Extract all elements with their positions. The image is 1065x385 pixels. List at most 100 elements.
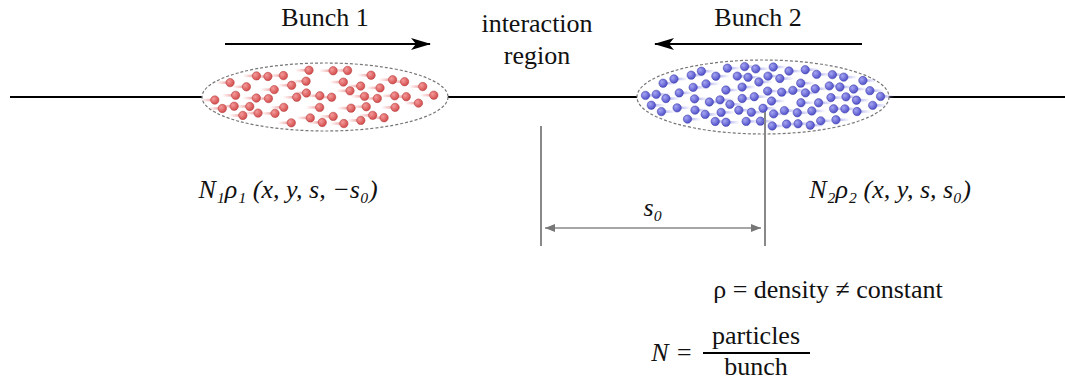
particle: [306, 114, 314, 122]
particle: [738, 83, 746, 91]
particle: [744, 73, 752, 81]
particle: [840, 73, 848, 81]
particle: [318, 118, 326, 126]
particle: [832, 116, 840, 124]
particle: [808, 107, 816, 115]
particle: [829, 105, 837, 113]
particle: [722, 86, 730, 94]
particle: [211, 96, 219, 104]
particle: [785, 67, 793, 75]
particle: [367, 71, 375, 79]
particle: [711, 117, 719, 125]
particle: [287, 119, 295, 127]
particle: [859, 76, 867, 84]
particle: [742, 117, 750, 125]
particle: [362, 102, 370, 110]
reference-line: [764, 112, 766, 246]
particle: [271, 109, 279, 117]
particle: [801, 66, 809, 74]
particle: [797, 79, 805, 87]
particle: [340, 119, 348, 127]
particle: [841, 105, 849, 113]
particle: [280, 103, 288, 111]
particle: [811, 85, 819, 93]
particle: [780, 106, 788, 114]
particle: [675, 89, 683, 97]
particle: [391, 103, 399, 111]
bunch-outline: [202, 63, 448, 131]
formula-label: N =: [651, 337, 692, 370]
particle: [293, 93, 301, 101]
particle: [659, 79, 667, 87]
density-formula: N₁ρ₁ (x, y, s, −s₀): [198, 174, 377, 207]
particle: [755, 78, 763, 86]
note-label: ρ = density ≠ constant: [713, 274, 943, 307]
particle: [316, 92, 324, 100]
particle: [747, 108, 755, 116]
particle: [750, 92, 758, 100]
particle: [793, 109, 801, 117]
particle: [657, 107, 665, 115]
particle: [842, 93, 850, 101]
particle: [817, 117, 825, 125]
particle: [735, 106, 743, 114]
particle: [738, 94, 746, 102]
particle: [252, 72, 260, 80]
particle: [733, 72, 741, 80]
particle: [242, 83, 250, 91]
particle: [691, 106, 699, 114]
bunch-label: Bunch 1: [281, 2, 368, 35]
particle: [368, 111, 376, 119]
density-formula: N₂ρ₂ (x, y, s, s₀): [809, 174, 971, 207]
particle: [876, 92, 884, 100]
particle: [776, 74, 784, 82]
particle: [287, 81, 295, 89]
particle: [701, 110, 709, 118]
particle: [866, 86, 874, 94]
particle: [652, 90, 660, 98]
particle: [828, 70, 836, 78]
particle: [769, 63, 777, 71]
particle: [264, 72, 272, 80]
particle: [716, 96, 724, 104]
particle: [806, 121, 814, 129]
particle: [231, 91, 239, 99]
particle: [673, 104, 681, 112]
reference-line: [540, 126, 542, 246]
particle: [226, 78, 234, 86]
beam-line: [10, 96, 1065, 98]
particle: [717, 108, 725, 116]
particle: [254, 109, 262, 117]
bunch-label: Bunch 2: [714, 2, 801, 35]
particle: [702, 80, 710, 88]
particle: [252, 94, 260, 102]
particle: [430, 91, 438, 99]
particle: [782, 120, 790, 128]
particle: [343, 66, 351, 74]
particle: [414, 99, 422, 107]
particle: [852, 96, 860, 104]
particle: [347, 104, 355, 112]
particle: [697, 67, 705, 75]
particle: [357, 116, 365, 124]
particle: [279, 71, 287, 79]
particle: [759, 104, 767, 112]
particle: [756, 117, 764, 125]
particle: [769, 110, 777, 118]
particle: [329, 112, 337, 120]
particle: [705, 98, 713, 106]
particle: [230, 102, 238, 110]
particle: [868, 101, 876, 109]
particle: [339, 78, 347, 86]
particle: [329, 67, 337, 75]
particle: [827, 93, 835, 101]
particle: [356, 82, 364, 90]
particle: [690, 95, 698, 103]
particle: [777, 88, 785, 96]
particle: [767, 97, 775, 105]
particle: [752, 65, 760, 73]
particle-group: [641, 62, 894, 130]
particle: [239, 111, 247, 119]
distance-label: s₀: [643, 192, 662, 225]
particle: [246, 102, 254, 110]
